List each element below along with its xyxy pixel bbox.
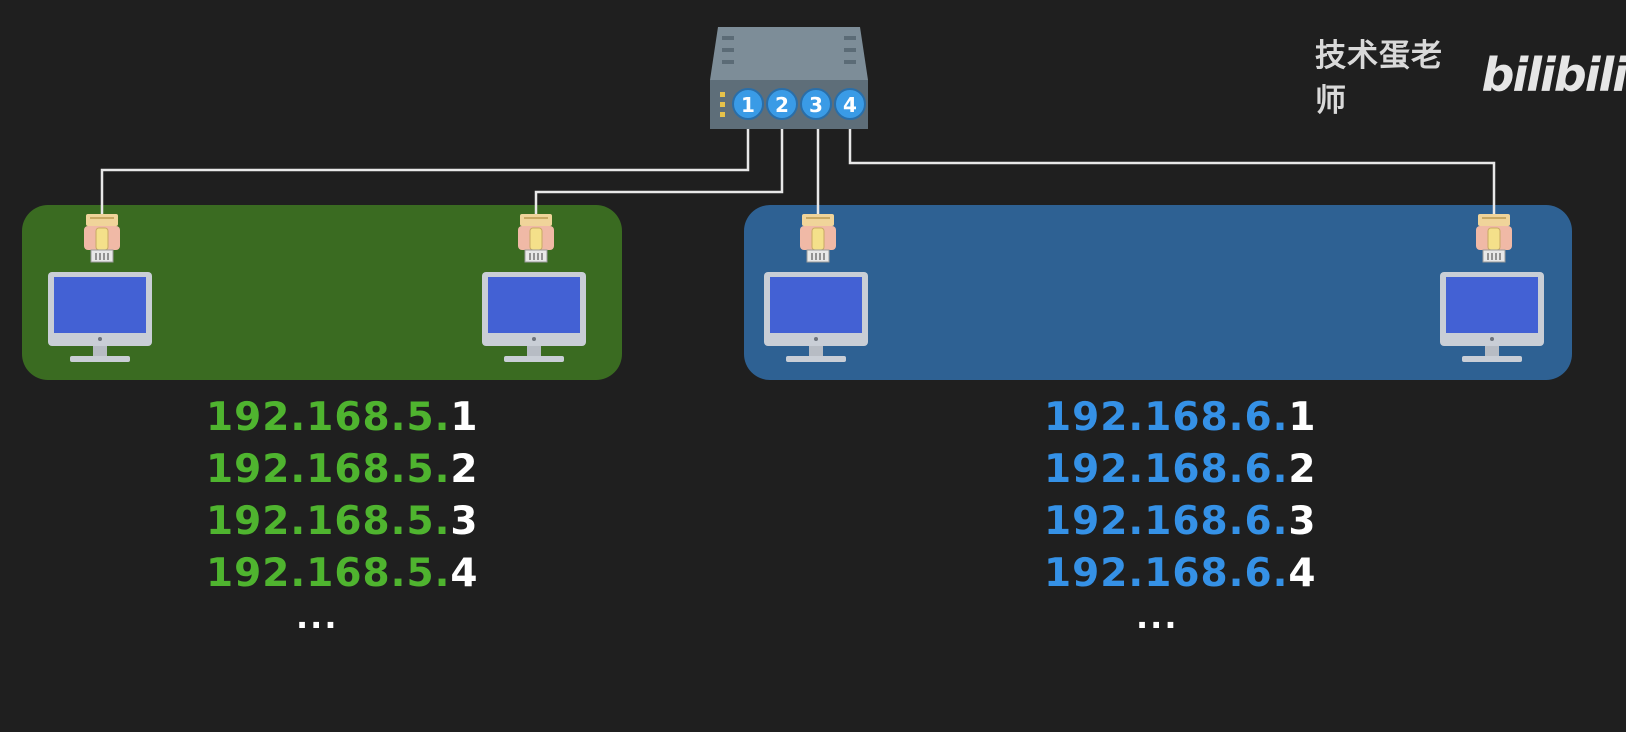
watermark: 技术蛋老师 bilibili	[1315, 30, 1626, 120]
switch-icon: 1 2 3 4	[710, 27, 868, 129]
ip-list-subnet-5: 192.168.5.1 192.168.5.2 192.168.5.3 192.…	[206, 392, 479, 600]
ip-host: 1	[450, 395, 479, 440]
ip-prefix: 192.168.5.	[206, 447, 451, 492]
switch-port-1: 1	[732, 88, 764, 120]
ip-host: 4	[1288, 551, 1317, 596]
ip-address: 192.168.5.2	[206, 444, 479, 496]
ip-address: 192.168.6.3	[1044, 496, 1317, 548]
ip-host: 2	[450, 447, 479, 492]
switch-port-2-label: 2	[775, 93, 789, 117]
switch-port-1-label: 1	[741, 93, 755, 117]
bilibili-logo: bilibili	[1481, 48, 1626, 102]
ip-prefix: 192.168.5.	[206, 551, 451, 596]
ip-prefix: 192.168.6.	[1044, 499, 1289, 544]
ip-host: 4	[450, 551, 479, 596]
subnet-blue-box	[744, 205, 1572, 380]
ip-address: 192.168.6.4	[1044, 548, 1317, 600]
ip-host: 2	[1288, 447, 1317, 492]
subnet-green-box	[22, 205, 622, 380]
ip-prefix: 192.168.6.	[1044, 395, 1289, 440]
ip-prefix: 192.168.6.	[1044, 447, 1289, 492]
ip-address: 192.168.5.1	[206, 392, 479, 444]
ip-prefix: 192.168.5.	[206, 499, 451, 544]
switch-port-2: 2	[766, 88, 798, 120]
switch-port-3: 3	[800, 88, 832, 120]
ip-host: 3	[1288, 499, 1317, 544]
ip-list-ellipsis: ...	[296, 598, 339, 636]
ip-address: 192.168.6.2	[1044, 444, 1317, 496]
ip-list-subnet-6: 192.168.6.1 192.168.6.2 192.168.6.3 192.…	[1044, 392, 1317, 600]
switch-port-4: 4	[834, 88, 866, 120]
ip-list-ellipsis: ...	[1136, 598, 1179, 636]
ip-address: 192.168.5.3	[206, 496, 479, 548]
ip-address: 192.168.6.1	[1044, 392, 1317, 444]
ip-host: 1	[1288, 395, 1317, 440]
switch-port-4-label: 4	[843, 93, 857, 117]
ip-prefix: 192.168.6.	[1044, 551, 1289, 596]
ip-host: 3	[450, 499, 479, 544]
ip-prefix: 192.168.5.	[206, 395, 451, 440]
ip-address: 192.168.5.4	[206, 548, 479, 600]
cable-port-4	[848, 122, 1496, 214]
switch-port-3-label: 3	[809, 93, 823, 117]
cables	[100, 122, 1496, 214]
cable-port-2	[534, 122, 784, 214]
cable-port-1	[100, 122, 750, 214]
watermark-author: 技术蛋老师	[1315, 38, 1443, 119]
